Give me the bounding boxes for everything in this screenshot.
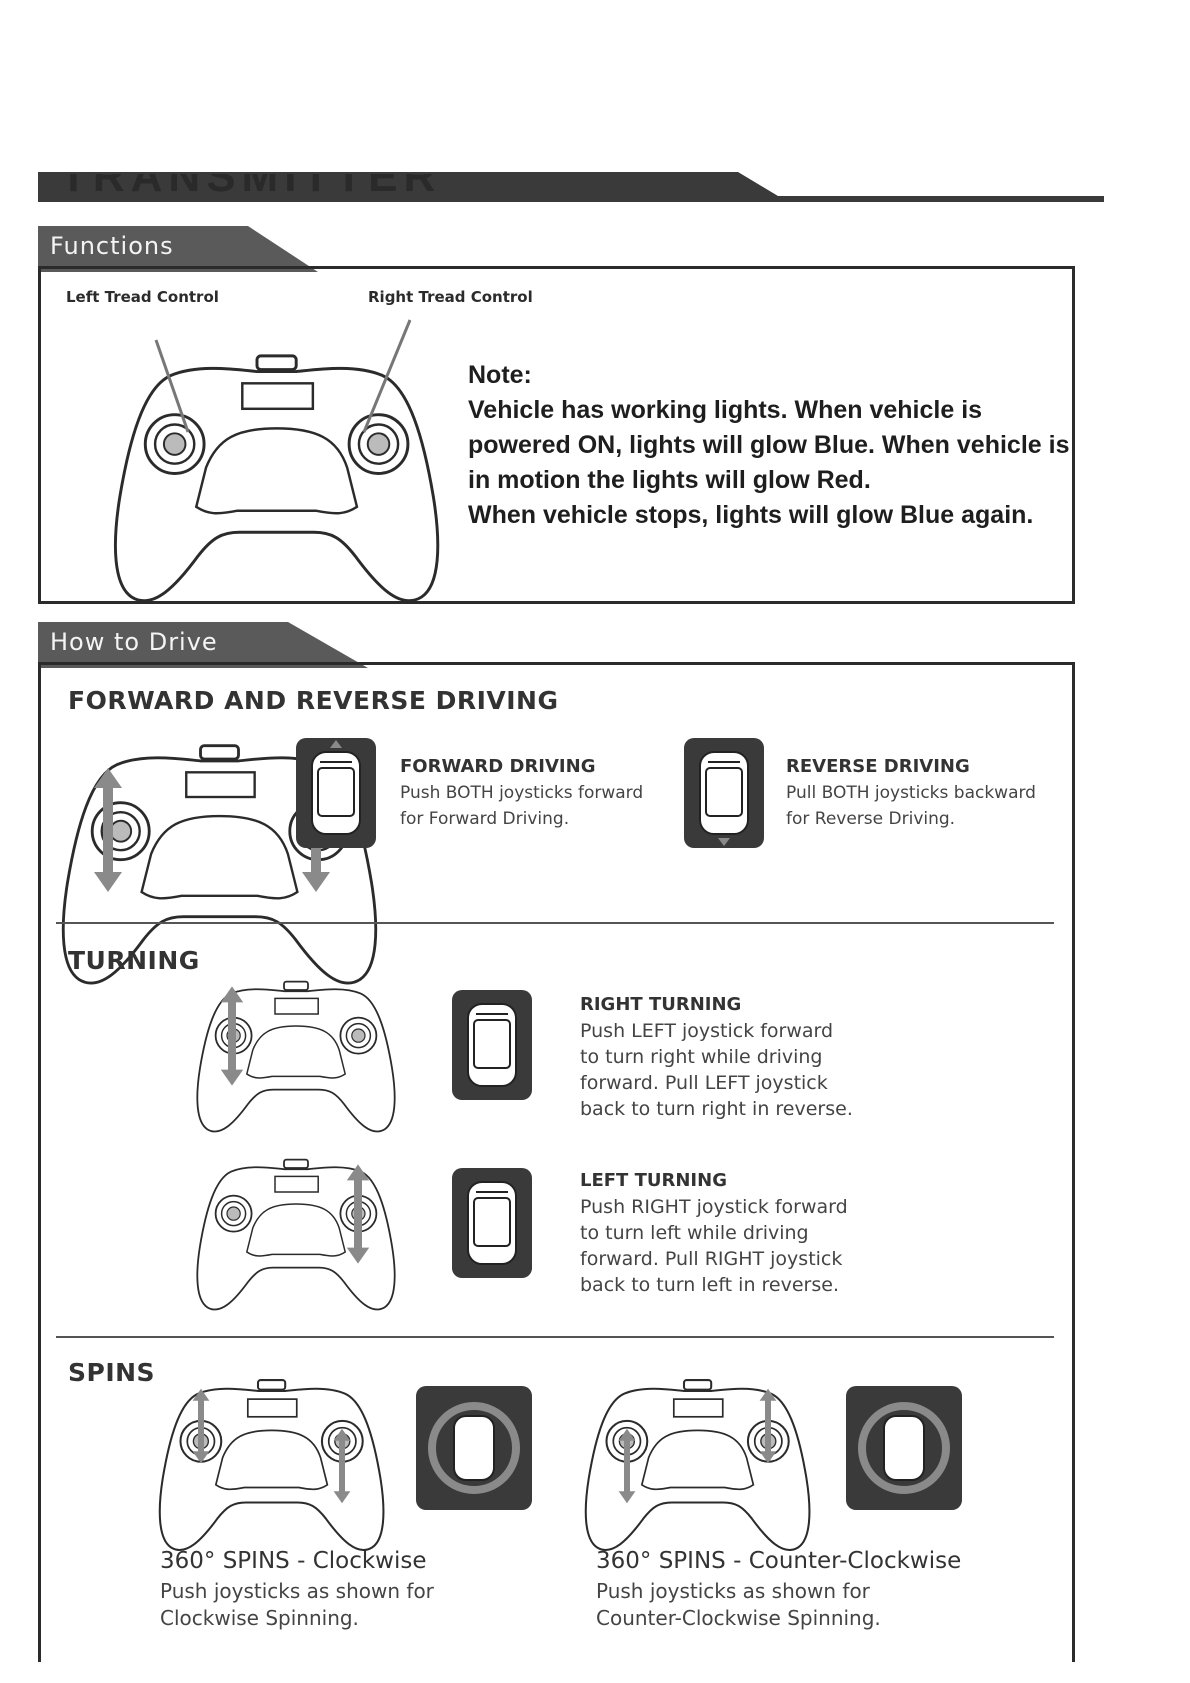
turning-heading: TURNING [68, 946, 200, 975]
left-turning-line-1: Push RIGHT joystick forward [580, 1196, 848, 1218]
left-turning-line-4: back to turn left in reverse. [580, 1274, 839, 1296]
right-turning-desc: Push LEFT joystick forward to turn right… [580, 1018, 853, 1122]
right-turning-line-4: back to turn right in reverse. [580, 1098, 853, 1120]
note-line-4: When vehicle stops, lights will glow Blu… [468, 501, 1034, 529]
spin-ccw-line-2: Counter-Clockwise Spinning. [596, 1606, 881, 1630]
spin-cw-line-1: Push joysticks as shown for [160, 1579, 434, 1603]
left-turning-desc: Push RIGHT joystick forward to turn left… [580, 1194, 848, 1298]
forward-driving-desc: Push BOTH joysticks forward for Forward … [400, 780, 643, 832]
right-turning-line-2: to turn right while driving [580, 1046, 823, 1068]
functions-box [38, 266, 1075, 604]
forward-driving-title: FORWARD DRIVING [400, 756, 596, 777]
note-title: Note: [468, 361, 532, 389]
spin-counterclockwise-controller [584, 1379, 811, 1552]
how-to-drive-tab-label: How to Drive [50, 628, 218, 656]
spin-counterclockwise-car-icon [846, 1386, 962, 1510]
forward-reverse-heading: FORWARD AND REVERSE DRIVING [68, 686, 559, 715]
note-block: Note: Vehicle has working lights. When v… [468, 358, 1078, 533]
spin-clockwise-controller [158, 1379, 385, 1552]
spin-clockwise-title: 360° SPINS - Clockwise [160, 1548, 427, 1574]
functions-tab-shape [38, 226, 318, 272]
right-turning-line-3: forward. Pull LEFT joystick [580, 1072, 828, 1094]
spin-cw-line-2: Clockwise Spinning. [160, 1606, 359, 1630]
forward-desc-line-2: for Forward Driving. [400, 809, 570, 829]
spin-ccw-line-1: Push joysticks as shown for [596, 1579, 870, 1603]
forward-desc-line-1: Push BOTH joysticks forward [400, 783, 644, 803]
how-to-drive-tab-shape [38, 622, 368, 668]
right-turning-line-1: Push LEFT joystick forward [580, 1020, 834, 1042]
right-turning-controller [196, 980, 396, 1133]
spin-counterclockwise-desc: Push joysticks as shown for Counter-Cloc… [596, 1578, 881, 1632]
how-to-drive-tab: How to Drive [38, 622, 368, 672]
note-line-2: powered ON, lights will glow Blue. When … [468, 431, 1070, 459]
right-tread-label: Right Tread Control [368, 288, 533, 306]
reverse-car-icon [683, 737, 765, 849]
divider-2 [56, 1336, 1054, 1338]
reverse-desc-line-1: Pull BOTH joysticks backward [786, 783, 1036, 803]
spins-heading: SPINS [68, 1358, 156, 1387]
how-to-drive-box [38, 662, 1075, 1662]
divider-1 [56, 922, 1054, 924]
note-line-3: in motion the lights will glow Red. [468, 466, 871, 494]
right-turning-car-icon [451, 989, 533, 1101]
spin-clockwise-car-icon [416, 1386, 532, 1510]
left-turning-line-2: to turn left while driving [580, 1222, 809, 1244]
spin-clockwise-desc: Push joysticks as shown for Clockwise Sp… [160, 1578, 434, 1632]
note-line-1: Vehicle has working lights. When vehicle… [468, 396, 983, 424]
left-turning-title: LEFT TURNING [580, 1170, 727, 1191]
reverse-driving-desc: Pull BOTH joysticks backward for Reverse… [786, 780, 1036, 832]
spin-counterclockwise-title: 360° SPINS - Counter-Clockwise [596, 1548, 962, 1574]
transmitter-illustration [113, 319, 440, 603]
functions-tab: Functions [38, 226, 318, 276]
left-turning-line-3: forward. Pull RIGHT joystick [580, 1248, 843, 1270]
left-turning-controller [196, 1158, 396, 1311]
functions-tab-label: Functions [50, 232, 174, 260]
page-title: TRANSMITTER [60, 152, 442, 201]
right-turning-title: RIGHT TURNING [580, 994, 742, 1015]
reverse-desc-line-2: for Reverse Driving. [786, 809, 956, 829]
header-bar-shape [38, 172, 1104, 202]
header-bar [38, 172, 1104, 204]
left-turning-car-icon [451, 1167, 533, 1279]
left-tread-label: Left Tread Control [66, 288, 219, 306]
forward-car-icon [295, 737, 377, 849]
reverse-driving-title: REVERSE DRIVING [786, 756, 970, 777]
